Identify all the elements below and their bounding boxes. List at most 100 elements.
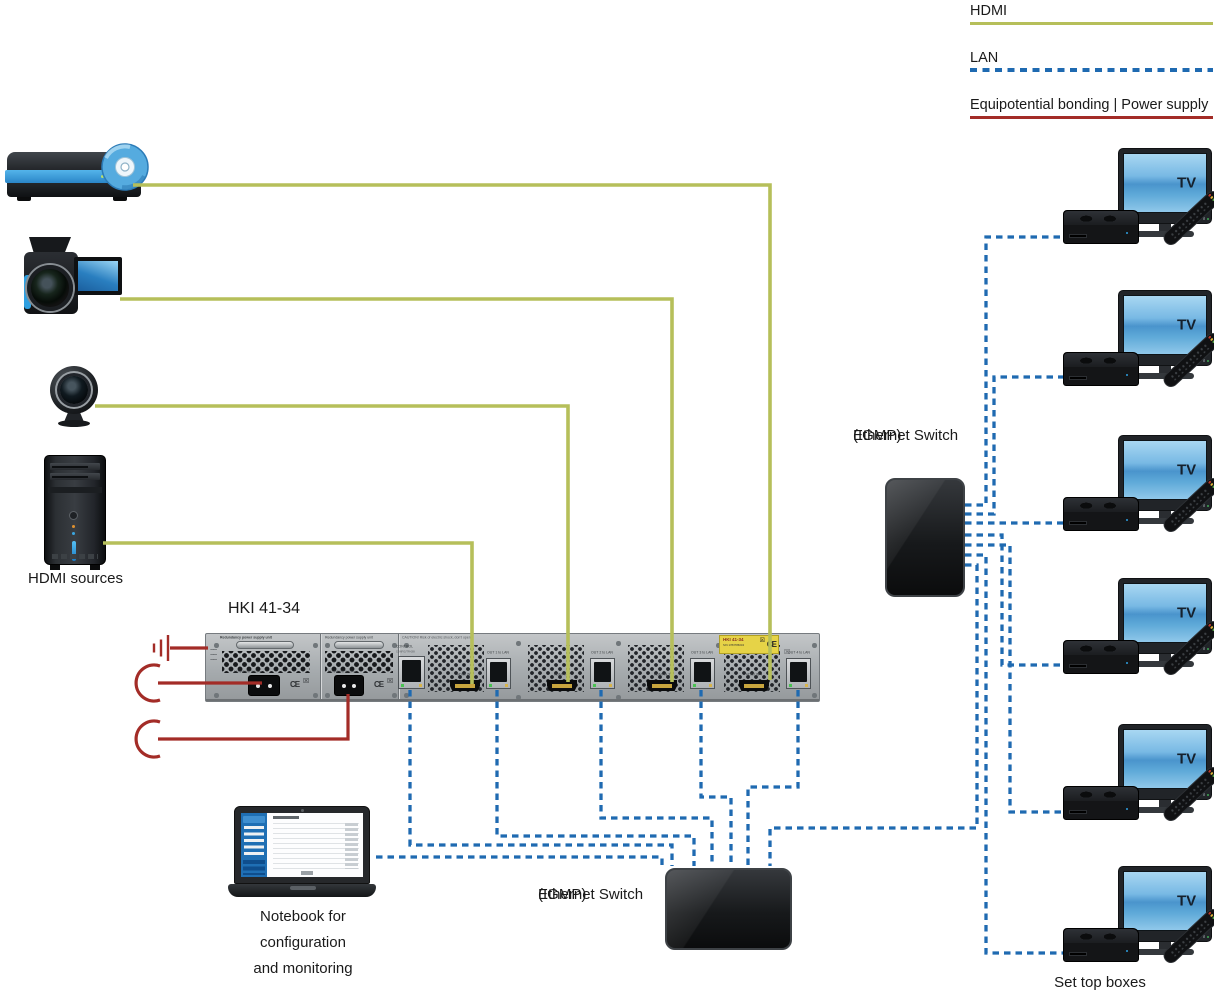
type-label-model: HKI 41-34: [723, 637, 744, 642]
legend-hdmi-label: HDMI: [970, 3, 1008, 19]
bluray-foot: [113, 197, 127, 201]
tv-power-led: [1206, 359, 1209, 362]
weee-icon: ☒: [303, 678, 310, 685]
tv-screen: TV: [1123, 729, 1207, 789]
caution-text: CAUTION! Risk of electric shock, don't o…: [402, 636, 472, 640]
stb-front-slot: [1069, 664, 1087, 667]
set-top-box: [1063, 786, 1139, 820]
bluray-led: [101, 175, 104, 178]
tv-screen: TV: [1123, 871, 1207, 931]
tv-power-led: [1206, 793, 1209, 796]
notebook-caption: Notebook for configuration and monitorin…: [238, 904, 368, 982]
out4-label: OUT 4 to LAN: [788, 651, 810, 655]
tv-stb-group-2: TV: [1058, 290, 1214, 398]
pc-foot: [50, 565, 60, 570]
tv: TV: [1118, 290, 1212, 366]
notebook-notch: [290, 886, 316, 890]
stb-led: [1125, 373, 1128, 376]
webcam-lens: [60, 376, 88, 404]
switch-label-line: Ethernet Switch: [538, 886, 644, 903]
psu1-marks: ~~~~~~: [210, 647, 217, 664]
stb-front-slot: [1069, 810, 1087, 813]
rack-title: HKI 41-34: [228, 600, 301, 617]
stb-front-slot: [1069, 376, 1087, 379]
tv-screen-label: TV: [1177, 892, 1197, 910]
config-ui-settings-rows: [273, 823, 359, 869]
bluray-base: [7, 183, 141, 197]
psu2-power-inlet: [334, 675, 364, 696]
control-port-sublabel: CONFIG/TR-069: [396, 650, 415, 654]
webcam: [48, 366, 104, 428]
ground-icon: [152, 635, 170, 661]
tv-screen-label: TV: [1177, 174, 1197, 192]
config-ui-menu-buttons: [244, 826, 264, 858]
tv-stand-neck: [1159, 800, 1171, 807]
legend-lan-label: LAN: [970, 50, 999, 66]
pc-drive-bay: [50, 473, 100, 480]
weee-icon: ☒: [759, 638, 765, 644]
psu2-handle: [334, 641, 384, 649]
tv-stb-group-4: TV: [1058, 578, 1214, 686]
stb-top-vents: [1064, 787, 1138, 802]
hdmi-sources-label: HDMI sources: [28, 570, 124, 587]
ce-mark: CE: [766, 640, 777, 649]
camcorder: [24, 237, 124, 317]
tv-power-led: [1206, 504, 1209, 507]
notebook-caption-line: and monitoring: [253, 960, 353, 977]
stb-front-slot: [1069, 952, 1087, 955]
lan-cable-out3: [699, 690, 733, 866]
set-top-boxes-label: Set top boxes: [1054, 974, 1146, 991]
hdmi-in1-port: [450, 680, 480, 691]
tv-stand-neck: [1159, 654, 1171, 661]
stb-led: [1125, 661, 1128, 664]
config-ui-section-buttons: [243, 860, 265, 875]
psu2-rating: 100-240VAC 50/60Hz: [328, 670, 356, 674]
camcorder-screen-glass: [78, 261, 118, 291]
switch-label-line: Ethernet Switch: [853, 427, 959, 444]
outlet-icon-2: [134, 719, 161, 759]
stb-front-slot: [1069, 234, 1087, 237]
hdmi-in3-port: [647, 680, 677, 691]
hdmi-cable-camcorder: [120, 297, 674, 682]
notebook-camera: [301, 809, 304, 812]
tv-stand-neck: [1159, 511, 1171, 518]
out3-lan-port: [690, 658, 715, 689]
lan-cable-uplink: [768, 563, 979, 866]
lan-cable-stb1: [965, 235, 1063, 507]
stb-top-vents: [1064, 498, 1138, 513]
tv-screen: TV: [1123, 153, 1207, 213]
out2-label: OUT 2 to LAN: [591, 651, 613, 655]
psu1-title: Redundancy power supply unit: [220, 636, 272, 640]
set-top-box: [1063, 640, 1139, 674]
control-port-label: CONTROL: [396, 645, 414, 649]
hdmi-in4-label: HDMI IN 4: [745, 673, 763, 677]
tv-screen-label: TV: [1177, 750, 1197, 768]
stb-top-vents: [1064, 929, 1138, 944]
lan-cable-out1: [495, 690, 696, 866]
out1-label: OUT 1 to LAN: [487, 651, 509, 655]
lan-cable-notebook: [376, 855, 664, 866]
tv-power-led: [1206, 217, 1209, 220]
pc-led: [72, 525, 75, 528]
pc-drive-bay: [50, 463, 100, 470]
lan-cable-stb2: [965, 375, 1063, 516]
lan-cable-stb5: [965, 543, 1063, 814]
pc-vent: [52, 554, 98, 559]
psu1-rating: 100-240VAC 50/60Hz: [234, 670, 262, 674]
hki-41-34-rack: Redundancy power supply unit ~~~~~~ 100-…: [205, 633, 820, 702]
tv-stb-group-1: TV: [1058, 148, 1214, 256]
legend-lan-line: [970, 68, 1213, 72]
psu1-power-inlet: [248, 675, 280, 696]
legend-power-line: [970, 116, 1213, 119]
config-ui-heading: [273, 816, 299, 819]
ethernet-switch-bottom: [665, 868, 792, 950]
psu1-handle: [236, 641, 294, 649]
tv-power-led: [1206, 647, 1209, 650]
tv-power-led: [1206, 935, 1209, 938]
notebook-screen-frame: [234, 806, 370, 884]
set-top-box: [1063, 928, 1139, 962]
set-top-box: [1063, 352, 1139, 386]
stb-led: [1125, 949, 1128, 952]
tv-stand-neck: [1159, 224, 1171, 231]
psu2-title: Redundancy power supply unit: [325, 636, 373, 640]
